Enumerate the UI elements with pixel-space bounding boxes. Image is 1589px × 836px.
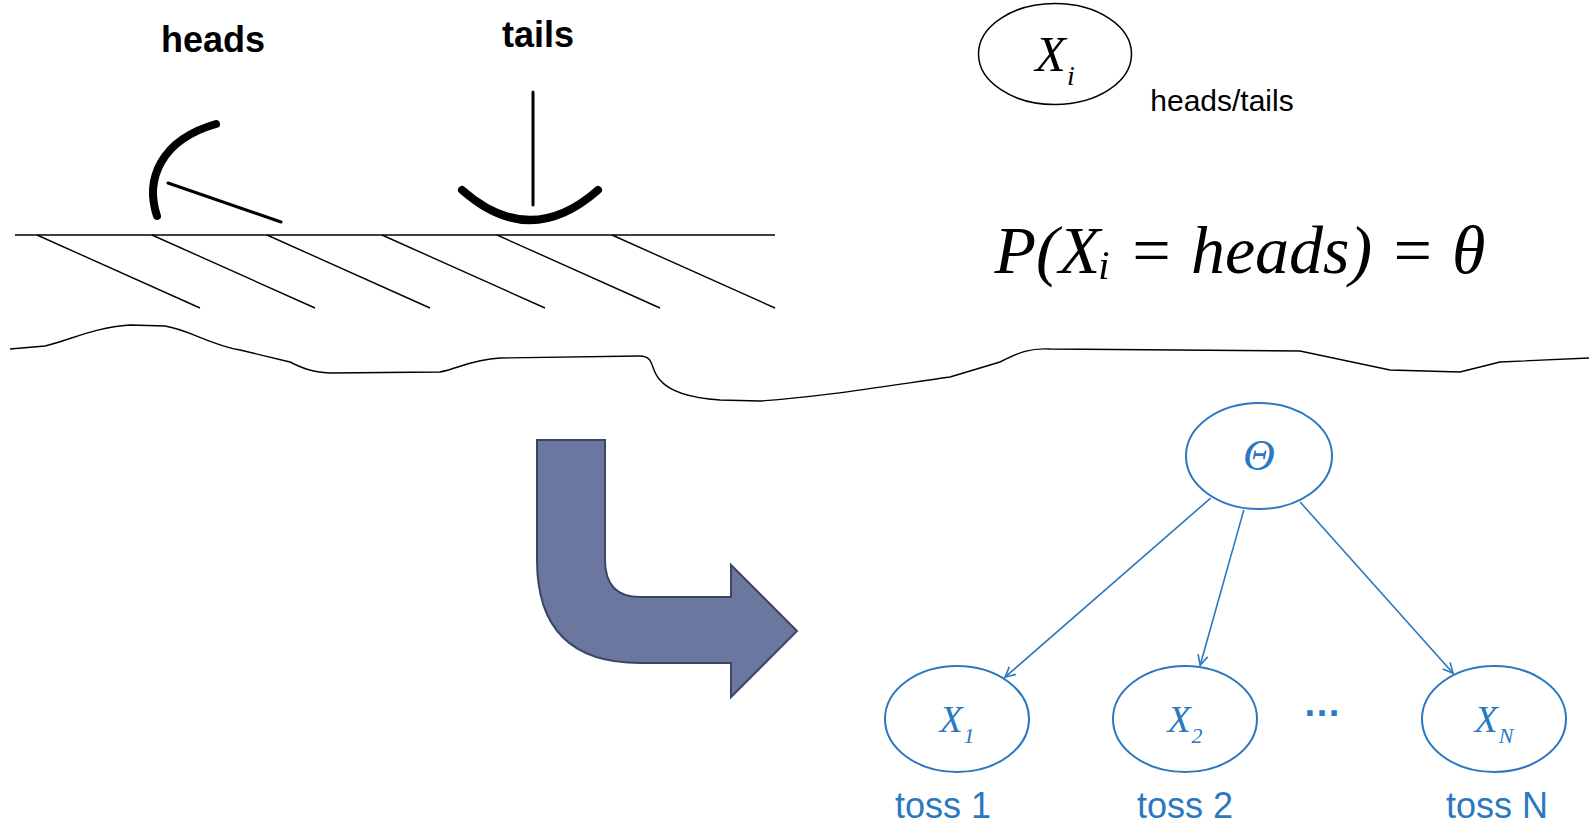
toss-label: toss 1 — [895, 786, 991, 826]
separator-wave — [10, 325, 1589, 401]
dependency-arrow — [1005, 498, 1211, 677]
node-label: Θ — [1243, 434, 1275, 478]
node-label: Xi — [1035, 29, 1074, 79]
variable-node: Θ — [1184, 401, 1334, 511]
node-outline — [1186, 403, 1332, 509]
node-outline — [885, 666, 1029, 772]
variable-node: X1 — [883, 664, 1031, 774]
toss-label: toss 2 — [1137, 786, 1233, 826]
toss-label: toss N — [1446, 786, 1548, 826]
variable-name: X — [1035, 26, 1066, 82]
variable-node: Xi — [977, 2, 1133, 106]
dependency-arrow — [1300, 502, 1453, 673]
node-label: X2 — [1167, 700, 1202, 738]
node-label: XN — [1475, 700, 1514, 738]
node-outline — [979, 4, 1132, 105]
variable-node: X2 — [1111, 664, 1259, 774]
variable-subscript: 2 — [1192, 723, 1203, 748]
variable-name: X — [939, 698, 962, 740]
node-label: X1 — [939, 700, 974, 738]
thumbtack-tails — [462, 92, 598, 220]
node-outline — [1422, 666, 1566, 772]
ellipsis: … — [1303, 683, 1341, 725]
state-label: heads — [161, 20, 265, 60]
variable-node: XN — [1420, 664, 1568, 774]
dependency-arrow — [1200, 510, 1244, 665]
variable-subscript: 1 — [964, 723, 975, 748]
ground-hatching — [37, 235, 775, 308]
transform-arrow — [537, 440, 797, 697]
variable-name: Θ — [1243, 431, 1275, 480]
ground-line — [15, 234, 775, 236]
variable-subscript: i — [1067, 60, 1075, 91]
node-outline — [1113, 666, 1257, 772]
thumbtack-heads — [153, 124, 281, 222]
probability-formula: P(Xᵢ = heads) = θ — [995, 213, 1486, 288]
variable-note: heads/tails — [1150, 84, 1293, 117]
variable-subscript: N — [1499, 723, 1514, 748]
variable-name: X — [1167, 698, 1190, 740]
variable-name: X — [1475, 698, 1498, 740]
state-label: tails — [502, 15, 574, 55]
